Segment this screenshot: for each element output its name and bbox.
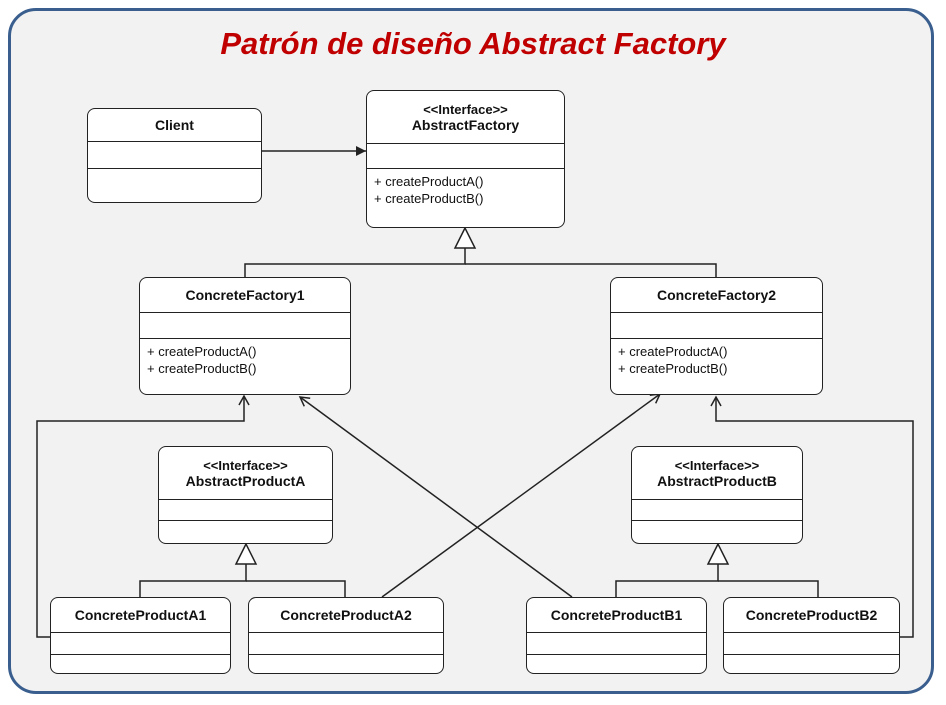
attributes-compartment — [632, 499, 802, 520]
class-name: AbstractFactory — [411, 116, 520, 133]
operations-compartment — [249, 654, 443, 673]
class-name: ConcreteProductA2 — [280, 607, 412, 623]
class-header: ConcreteFactory1 — [140, 278, 350, 312]
operation: + createProductB() — [618, 361, 728, 376]
operations-compartment: + createProductA() + createProductB() — [367, 168, 564, 227]
productA1-inheritance-line — [139, 564, 247, 597]
abstract-productB-triangle — [706, 542, 730, 565]
factory2-inheritance-line — [465, 263, 717, 278]
productB1-to-factory1-line — [298, 396, 573, 598]
class-name: ConcreteProductA1 — [74, 607, 207, 623]
attributes-compartment — [367, 143, 564, 168]
attributes-compartment — [51, 632, 230, 654]
class-name: ConcreteFactory1 — [185, 287, 305, 303]
class-header: ConcreteProductA2 — [249, 598, 443, 632]
productB2-inheritance-line — [718, 580, 819, 597]
concrete-productB2-class[interactable]: ConcreteProductB2 — [723, 597, 900, 674]
class-name: AbstractProductB — [657, 472, 777, 489]
attributes-compartment — [527, 632, 706, 654]
attributes-compartment — [159, 499, 332, 520]
operations-compartment — [527, 654, 706, 673]
operations-compartment — [632, 520, 802, 543]
abstract-productB-class[interactable]: <<Interface>> AbstractProductB — [631, 446, 803, 544]
class-header: <<Interface>> AbstractFactory — [367, 91, 564, 143]
class-header: ConcreteProductB2 — [724, 598, 899, 632]
productA2-inheritance-line — [246, 580, 346, 597]
attributes-compartment — [724, 632, 899, 654]
class-header: <<Interface>> AbstractProductA — [159, 447, 332, 499]
stereotype-label: <<Interface>> — [203, 457, 288, 473]
class-header: ConcreteProductB1 — [527, 598, 706, 632]
productB2-to-factory2-line — [710, 395, 914, 638]
class-header: ConcreteProductA1 — [51, 598, 230, 632]
class-header: ConcreteFactory2 — [611, 278, 822, 312]
class-name: Client — [155, 117, 194, 133]
attributes-compartment — [88, 141, 261, 168]
productA1-to-factory1-line — [36, 394, 250, 638]
productA2-to-factory2-line — [381, 393, 662, 598]
attributes-compartment — [611, 312, 822, 338]
stereotype-label: <<Interface>> — [674, 457, 760, 473]
abstract-productA-triangle — [234, 542, 258, 565]
class-name: AbstractProductA — [185, 472, 306, 489]
productB1-inheritance-line — [615, 564, 719, 597]
operation: + createProductB() — [147, 361, 257, 376]
operation: + createProductB() — [374, 191, 484, 206]
class-header: <<Interface>> AbstractProductB — [632, 447, 802, 499]
operations-compartment: + createProductA() + createProductB() — [611, 338, 822, 394]
operations-compartment — [88, 168, 261, 202]
attributes-compartment — [140, 312, 350, 338]
operation: + createProductA() — [374, 174, 484, 189]
operations-compartment: + createProductA() + createProductB() — [140, 338, 350, 394]
abstract-factory-class[interactable]: <<Interface>> AbstractFactory + createPr… — [366, 90, 565, 228]
attributes-compartment — [249, 632, 443, 654]
operations-compartment — [724, 654, 899, 673]
factory1-inheritance-line — [244, 248, 466, 278]
class-name: ConcreteProductB2 — [745, 607, 878, 623]
class-name: ConcreteFactory2 — [656, 287, 777, 303]
operations-compartment — [159, 520, 332, 543]
class-name: ConcreteProductB1 — [550, 607, 683, 623]
concrete-factory2-class[interactable]: ConcreteFactory2 + createProductA() + cr… — [610, 277, 823, 395]
abstract-factory-triangle — [453, 226, 477, 249]
diagram-title: Patrón de diseño Abstract Factory — [220, 26, 726, 61]
operation: + createProductA() — [147, 344, 257, 359]
concrete-productA1-class[interactable]: ConcreteProductA1 — [50, 597, 231, 674]
concrete-factory1-class[interactable]: ConcreteFactory1 + createProductA() + cr… — [139, 277, 351, 395]
operation: + createProductA() — [618, 344, 728, 359]
concrete-productA2-class[interactable]: ConcreteProductA2 — [248, 597, 444, 674]
stereotype-label: <<Interface>> — [423, 101, 508, 117]
operations-compartment — [51, 654, 230, 673]
abstract-productA-class[interactable]: <<Interface>> AbstractProductA — [158, 446, 333, 544]
class-header: Client — [88, 109, 261, 141]
client-class[interactable]: Client — [87, 108, 262, 203]
concrete-productB1-class[interactable]: ConcreteProductB1 — [526, 597, 707, 674]
